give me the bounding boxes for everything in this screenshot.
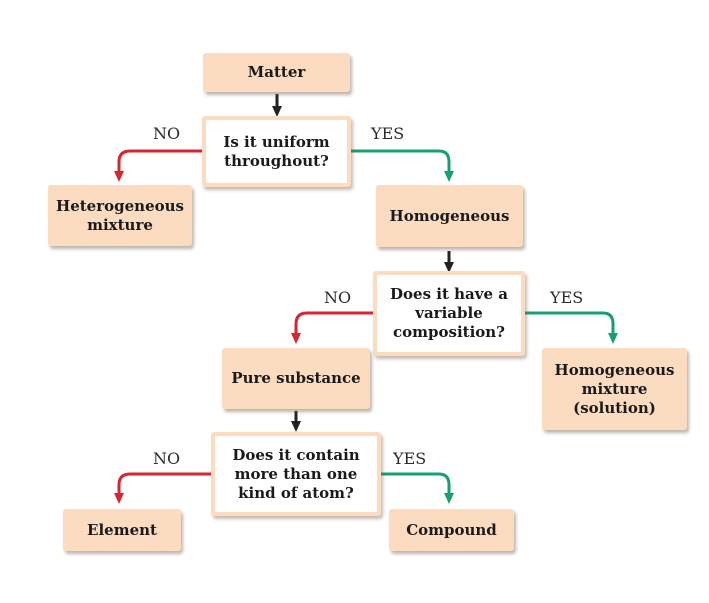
yes-arrow-compound xyxy=(380,472,454,504)
question-kind-of-atom: Does it contain more than one kind of at… xyxy=(211,432,381,516)
no-arrow-heterogeneous xyxy=(114,149,204,182)
node-element: Element xyxy=(63,509,181,551)
label-no-uniform: NO xyxy=(153,124,181,143)
node-compound: Compound xyxy=(389,509,514,551)
label-no-atom: NO xyxy=(153,449,181,468)
label-no-variable: NO xyxy=(324,288,352,307)
question-uniform: Is it uniform throughout? xyxy=(202,116,351,187)
node-matter: Matter xyxy=(203,53,350,92)
node-homogeneous-solution: Homogeneous mixture (solution) xyxy=(542,348,687,430)
node-heterogeneous-mixture: Heterogeneous mixture xyxy=(48,185,192,246)
label-yes-variable: YES xyxy=(550,288,584,307)
node-pure-substance: Pure substance xyxy=(222,348,370,409)
label-yes-atom: YES xyxy=(393,449,427,468)
node-homogeneous: Homogeneous xyxy=(376,185,523,247)
question-variable-composition: Does it have a variable composition? xyxy=(373,271,525,356)
no-arrow-element xyxy=(114,472,212,504)
label-yes-uniform: YES xyxy=(371,124,405,143)
yes-arrow-solution xyxy=(523,311,618,344)
no-arrow-pure-substance xyxy=(291,311,376,344)
yes-arrow-homogeneous xyxy=(350,149,454,182)
